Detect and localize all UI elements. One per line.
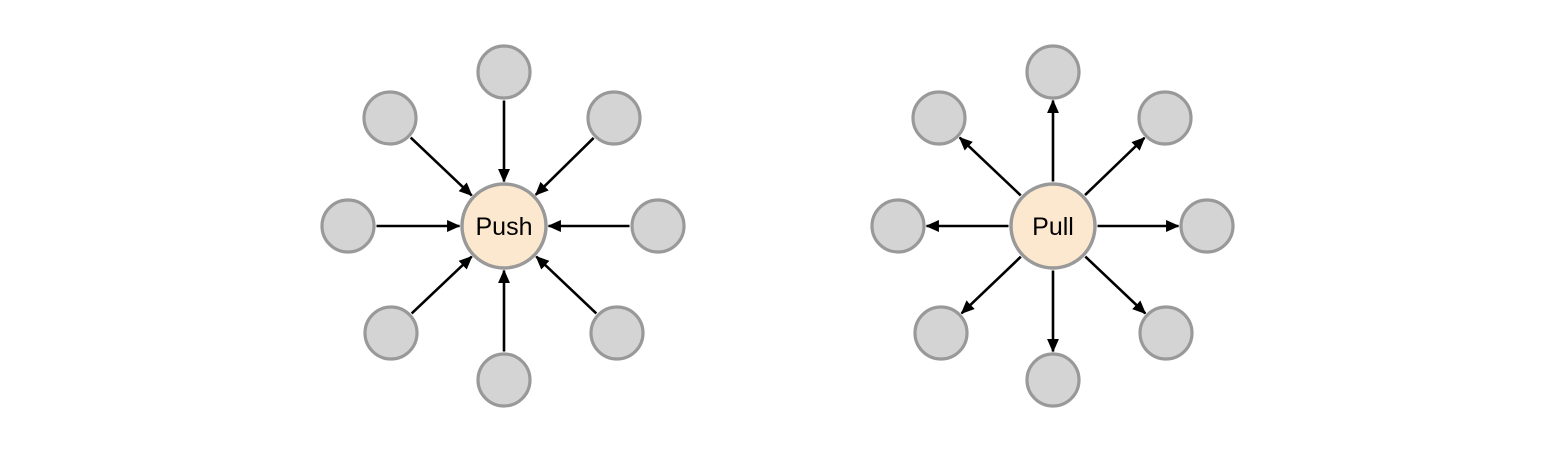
satellite-node-pull-northeast[interactable] <box>1137 90 1193 146</box>
edges-group <box>376 99 1180 353</box>
edge-pull-southwest <box>960 255 1022 315</box>
edge-push-southeast <box>535 255 598 315</box>
satellite-node-push-southwest[interactable] <box>363 305 419 361</box>
satellite-node-pull-southwest[interactable] <box>913 305 969 361</box>
edge-pull-northeast <box>1084 136 1146 197</box>
edge-push-northeast <box>534 137 595 196</box>
satellite-node-push-west[interactable] <box>320 198 376 254</box>
hub-node-pull[interactable]: Pull <box>1009 182 1097 270</box>
satellite-node-push-east[interactable] <box>630 198 686 254</box>
satellite-node-pull-north[interactable] <box>1025 44 1081 100</box>
satellite-node-pull-west[interactable] <box>870 198 926 254</box>
edge-push-northwest <box>409 136 473 197</box>
satellite-node-push-south[interactable] <box>476 352 532 408</box>
edge-push-southwest <box>410 255 473 315</box>
satellite-node-push-north[interactable] <box>476 44 532 100</box>
satellite-node-pull-east[interactable] <box>1179 198 1235 254</box>
satellite-node-pull-south[interactable] <box>1025 352 1081 408</box>
satellite-node-push-northwest[interactable] <box>362 90 418 146</box>
satellite-node-push-northeast[interactable] <box>586 90 642 146</box>
edge-pull-northwest <box>958 136 1022 197</box>
satellite-node-push-southeast[interactable] <box>589 305 645 361</box>
hub-node-push[interactable]: Push <box>460 182 548 270</box>
edge-pull-southeast <box>1084 255 1147 315</box>
satellite-node-pull-northwest[interactable] <box>911 90 967 146</box>
satellite-node-pull-southeast[interactable] <box>1138 305 1194 361</box>
